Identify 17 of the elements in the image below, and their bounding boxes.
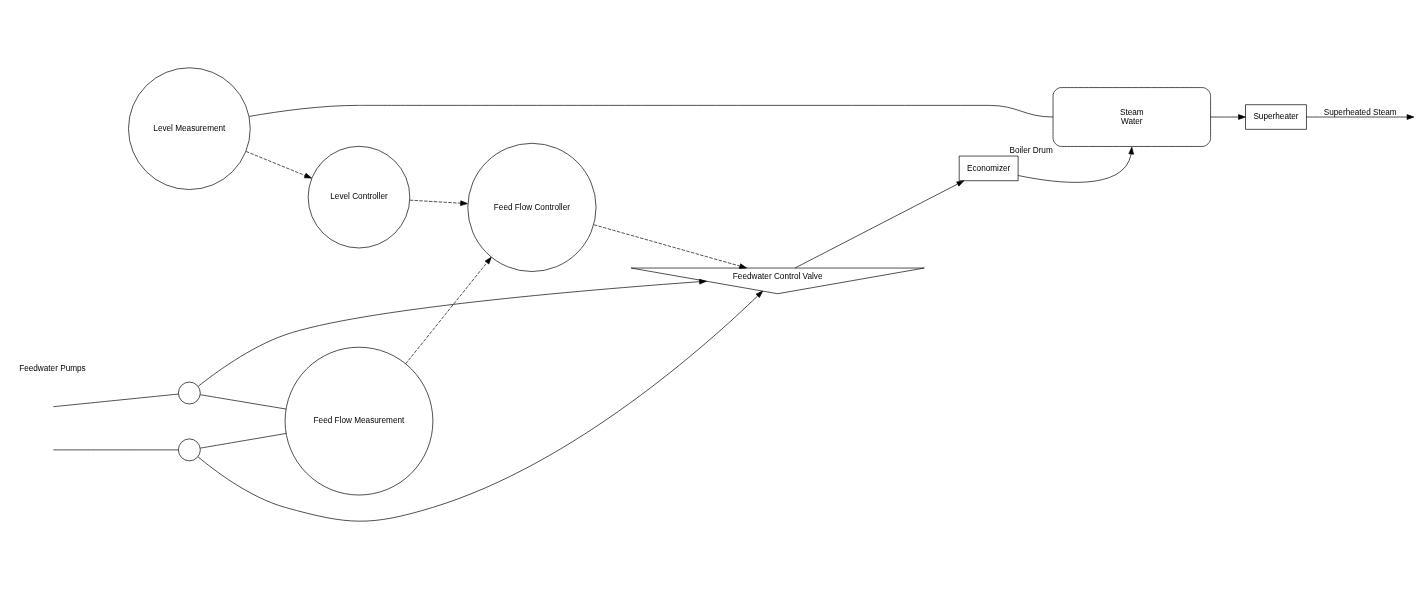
arrow [409,199,468,206]
arrow [245,151,312,179]
node-circle [178,381,201,405]
connector [248,105,1054,118]
connector [200,394,287,410]
node-circle [178,438,201,462]
arrow [593,224,747,269]
arrow [1017,146,1134,183]
arrow [405,256,492,365]
arrow [794,180,965,269]
arrow [197,290,763,522]
arrow [198,279,707,387]
connector [200,433,287,449]
arrow [1210,114,1246,120]
connector [52,393,179,408]
arrow [1306,114,1415,120]
connector [52,449,179,451]
